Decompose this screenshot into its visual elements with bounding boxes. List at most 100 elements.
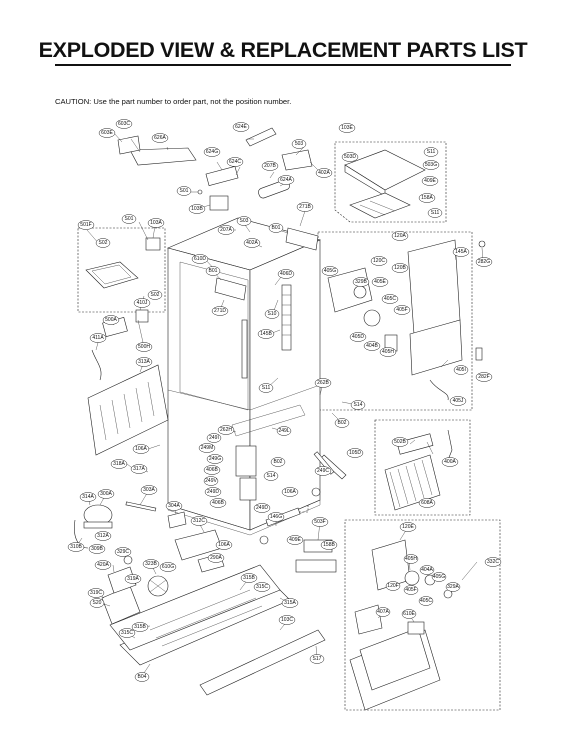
callout-405D: 405D [349, 332, 367, 342]
callout-S01-top: S01 [176, 186, 192, 196]
callout-409E: 409E [286, 535, 304, 545]
callout-249D-l: 249D [204, 487, 222, 497]
freezer-components [235, 445, 347, 573]
callout-315B-b-text: 315B [134, 624, 146, 630]
top-left-parts [117, 127, 313, 211]
callout-405G: 405G [321, 266, 339, 276]
dispenser-module [327, 239, 486, 401]
callout-158A: 158A [418, 193, 436, 203]
callout-145B-text: 145B [260, 331, 272, 337]
callout-S02-left: S02 [95, 238, 111, 248]
callout-329C: 329C [114, 547, 132, 557]
callout-610D-text: 610D [194, 256, 206, 262]
callout-405E: 405E [371, 277, 389, 287]
callout-145A-text: 145A [455, 249, 467, 255]
vertical-duct [281, 284, 292, 351]
callout-409E-top-text: 409E [424, 178, 436, 184]
callout-S11-c: S11 [258, 383, 274, 393]
callout-315A: 315A [281, 598, 299, 608]
callout-315B-b: 315B [131, 622, 149, 632]
callout-B01-text: B01 [272, 225, 281, 231]
callout-406B: 406B [203, 465, 221, 475]
left-side-parts [85, 237, 169, 456]
leveling-foot [311, 487, 321, 497]
callout-608A: 608A [418, 498, 436, 508]
callout-405H: 405H [379, 347, 397, 357]
tray-inner [91, 264, 132, 285]
callout-S11-top-text: S11 [427, 149, 436, 155]
callout-405C-text: 405C [384, 296, 396, 302]
coil-fin [405, 465, 417, 502]
callout-146G-text: 146G [270, 514, 282, 520]
callout-S20: S20 [89, 598, 105, 608]
panel-rib [123, 393, 131, 429]
callout-303A: 303A [140, 485, 158, 495]
callout-329A-text: 329A [447, 584, 459, 590]
callout-B02-b-text: B02 [274, 459, 283, 465]
frame-slat [161, 605, 263, 647]
callout-249M-text: 249M [201, 445, 214, 451]
callout-626A-text: 626A [154, 135, 166, 141]
callout-405C-r: 405C [418, 596, 434, 606]
callout-624E: 624E [232, 122, 250, 132]
suction-pipe [74, 519, 89, 549]
filter-housing [209, 195, 229, 211]
callout-B01: B01 [268, 223, 284, 233]
callout-405H-r: 405H [403, 554, 419, 564]
callout-S17-text: S17 [313, 656, 322, 662]
dispenser-lower [409, 319, 463, 376]
panel-rib [99, 404, 107, 441]
callout-406B-text: 406B [206, 467, 218, 473]
callout-249D: 249D [253, 503, 271, 513]
sensor-wire [447, 429, 453, 461]
callout-249I: 249I [206, 433, 222, 443]
callout-120A-text: 120A [394, 233, 406, 239]
callout-103A: 103A [147, 218, 165, 228]
compressor-area [74, 501, 225, 625]
callout-407A-text: 407A [377, 609, 389, 615]
callout-120B-text: 120B [394, 265, 406, 271]
coil-fin [389, 471, 401, 508]
hinge-arm [245, 127, 277, 147]
callout-624G: 624G [203, 147, 221, 157]
cabinet-divider [249, 384, 321, 411]
door-liner [407, 239, 461, 335]
callout-309B: 309B [88, 544, 106, 554]
wire-harness [429, 379, 449, 401]
callout-315A-text: 315A [284, 600, 296, 606]
gear [353, 285, 367, 299]
ice-bin-rail [235, 445, 257, 477]
callout-S14: S14 [263, 471, 279, 481]
callout-105D: 105D [346, 448, 364, 458]
callout-319A-text: 319A [127, 576, 139, 582]
callout-603E-text: 603E [101, 130, 113, 136]
callout-503D: 503D [341, 152, 359, 162]
ice-chute-bracket [214, 277, 247, 301]
callout-405G-r: 405G [431, 572, 447, 582]
callout-103E-text: 103E [341, 125, 353, 131]
callout-S14-r-text: S14 [354, 402, 363, 408]
callout-S01-top-text: S01 [180, 188, 189, 194]
callout-S01-left-text: S01 [125, 216, 134, 222]
callout-400A: 400A [441, 457, 459, 467]
callout-103C-text: 103C [281, 617, 293, 623]
control-box [295, 559, 337, 573]
callout-B04: B04 [134, 672, 150, 682]
callout-402A-mid-text: 402A [246, 240, 258, 246]
relay-cover [167, 511, 187, 529]
callout-404A-text: 404A [421, 567, 433, 573]
callout-624C: 624C [226, 157, 244, 167]
callout-503-text: 503 [295, 141, 304, 147]
callout-S02-b-text: S02 [151, 292, 160, 298]
callout-282F-text: 282F [478, 374, 489, 380]
callout-106A-l-text: 106A [135, 446, 147, 452]
hinge-pin [475, 347, 483, 361]
panel-rib [135, 387, 143, 423]
callout-332C-text: 332C [487, 559, 499, 565]
callout-S11-top: S11 [423, 147, 439, 157]
callout-120C: 120C [370, 256, 388, 266]
callout-262B-text: 262B [317, 380, 329, 386]
callout-404B: 404B [363, 341, 381, 351]
callout-S02-b: S02 [147, 290, 163, 300]
